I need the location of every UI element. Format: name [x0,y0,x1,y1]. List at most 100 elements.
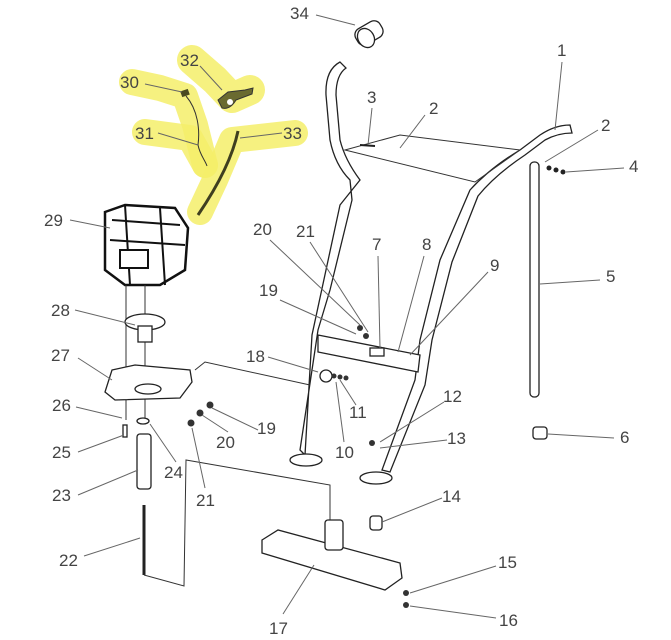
hardware-4 [560,169,566,175]
leader-line [339,379,357,406]
leader-line [239,132,283,139]
engine-detail-lines [109,204,186,286]
leader-line [379,401,445,443]
assembly-guide-line [143,459,331,587]
label-28: 28 [51,301,70,320]
coupler-23 [136,433,152,490]
handle-frame [289,61,573,485]
cable-end-30 [180,88,190,98]
label-15: 15 [498,553,517,572]
nut-19 [206,401,214,409]
leader-line [269,239,361,326]
leader-line [199,65,223,91]
leader-line [315,14,356,26]
label-20: 20 [216,433,235,452]
hardware-11 [343,375,349,381]
leader-line [547,433,615,439]
leader-line [565,167,625,173]
leader-line [201,414,229,433]
leader-line [267,356,319,373]
label-34: 34 [290,4,309,23]
leader-line [279,299,357,335]
leader-line [367,107,373,146]
label-4: 4 [629,157,638,176]
hardware-20 [357,325,363,331]
label-2: 2 [601,116,610,135]
label-16: 16 [499,611,518,630]
label-7: 7 [372,235,381,254]
throttle-lever-hole [227,99,233,105]
base-frame [261,325,409,608]
hardware-11 [331,373,337,379]
label-33: 33 [283,124,302,143]
label-21: 21 [196,491,215,510]
leader-line [309,241,369,333]
throttle-lever-32 [217,87,254,109]
engine-panel [119,249,149,269]
clutch-housing-neck [137,325,153,343]
frame-left-tube [299,61,361,457]
nut-16 [403,602,409,608]
bolt-3 [359,144,376,147]
leader-line [77,469,139,496]
leader-line [77,434,125,453]
leader-line [399,114,426,149]
label-17: 17 [269,619,288,638]
label-13: 13 [447,429,466,448]
leader-line [381,497,443,523]
label-9: 9 [490,256,499,275]
label-19: 19 [257,419,276,438]
frame-right-tube [381,124,573,473]
label-18: 18 [246,347,265,366]
label-21: 21 [296,222,315,241]
nut-21 [187,419,195,427]
label-6: 6 [620,428,629,447]
leader-line [77,357,113,381]
leader-line [539,279,601,285]
cable-sleeve-33 [196,130,240,216]
mount-plate-hole [134,383,162,395]
leader-line [83,537,141,557]
leader-line [544,129,599,163]
washer-13 [369,440,375,446]
label-30: 30 [120,73,139,92]
leader-line [144,83,183,93]
leader-line [69,219,111,229]
leader-line [409,565,497,594]
leader-line [149,423,177,463]
gearbox-assembly [104,285,331,587]
label-10: 10 [335,443,354,462]
highlight-mark [132,119,218,178]
label-22: 22 [59,551,78,570]
assembly-guide-line [194,361,311,386]
label-11: 11 [349,403,367,422]
label-1: 1 [557,41,566,60]
label-8: 8 [422,235,431,254]
label-27: 27 [51,346,70,365]
engine [103,203,190,287]
washer-20 [196,409,204,417]
label-14: 14 [442,487,461,506]
frame-crossbar [317,334,421,373]
label-23: 23 [52,486,71,505]
label-26: 26 [52,396,71,415]
leader-line [409,605,497,619]
label-24: 24 [164,463,183,482]
bolt-25 [122,424,128,438]
throttle-cable-parts [180,87,254,216]
base-sleeve [324,519,344,551]
hardware-11 [337,374,343,380]
knob-18 [319,369,333,383]
leader-line [377,255,381,349]
label-31: 31 [135,124,154,143]
leader-line [397,255,425,353]
leader-line [379,439,448,449]
left-foot-plate [289,453,323,467]
leader-line [191,427,206,489]
spacer-14 [369,515,383,531]
washer-15 [403,590,409,596]
label-25: 25 [52,443,71,462]
leader-line [211,407,259,431]
label-20: 20 [253,220,272,239]
